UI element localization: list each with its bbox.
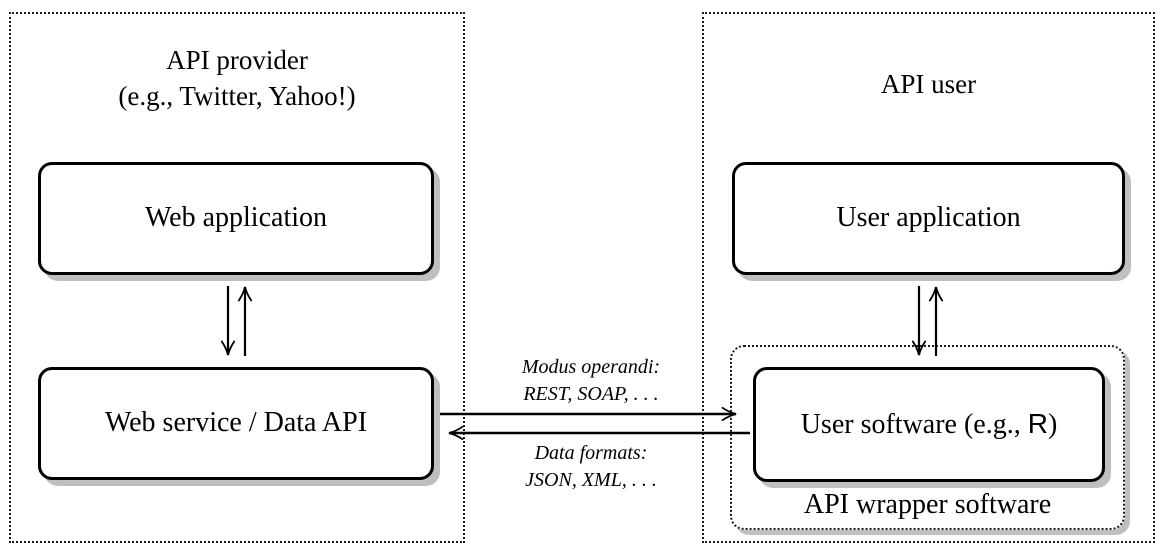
web-application-label: Web application bbox=[144, 202, 327, 234]
api-provider-title-line2: (e.g., Twitter, Yahoo!) bbox=[118, 81, 356, 111]
user-software-label-r: R bbox=[1027, 407, 1048, 439]
user-application-label: User application bbox=[836, 202, 1021, 234]
api-provider-frame bbox=[9, 12, 465, 543]
api-provider-title: API provider (e.g., Twitter, Yahoo!) bbox=[9, 42, 465, 114]
user-software-label-suffix: ) bbox=[1047, 408, 1058, 440]
data-formats-label: Data formats: JSON, XML, . . . bbox=[460, 440, 722, 494]
modus-operandi-label: Modus operandi: REST, SOAP, . . . bbox=[460, 354, 722, 408]
web-application-box: Web application bbox=[38, 162, 434, 275]
modus-operandi-values: REST, SOAP, . . . bbox=[523, 383, 659, 405]
data-formats-values: JSON, XML, . . . bbox=[525, 469, 657, 491]
web-service-box: Web service / Data API bbox=[38, 367, 434, 480]
user-software-box: User software (e.g., R) bbox=[753, 367, 1105, 482]
api-user-frame bbox=[702, 12, 1155, 543]
modus-operandi-title: Modus operandi: bbox=[521, 356, 661, 378]
api-wrapper-label: API wrapper software bbox=[803, 489, 1052, 520]
user-software-label: User software (e.g., R) bbox=[800, 407, 1058, 441]
data-formats-title: Data formats: bbox=[534, 442, 648, 464]
api-provider-title-line1: API provider bbox=[166, 45, 308, 75]
user-application-box: User application bbox=[732, 162, 1125, 275]
api-user-title: API user bbox=[880, 69, 977, 99]
user-software-label-prefix: User software (e.g., bbox=[800, 408, 1028, 440]
web-service-label: Web service / Data API bbox=[104, 407, 368, 439]
